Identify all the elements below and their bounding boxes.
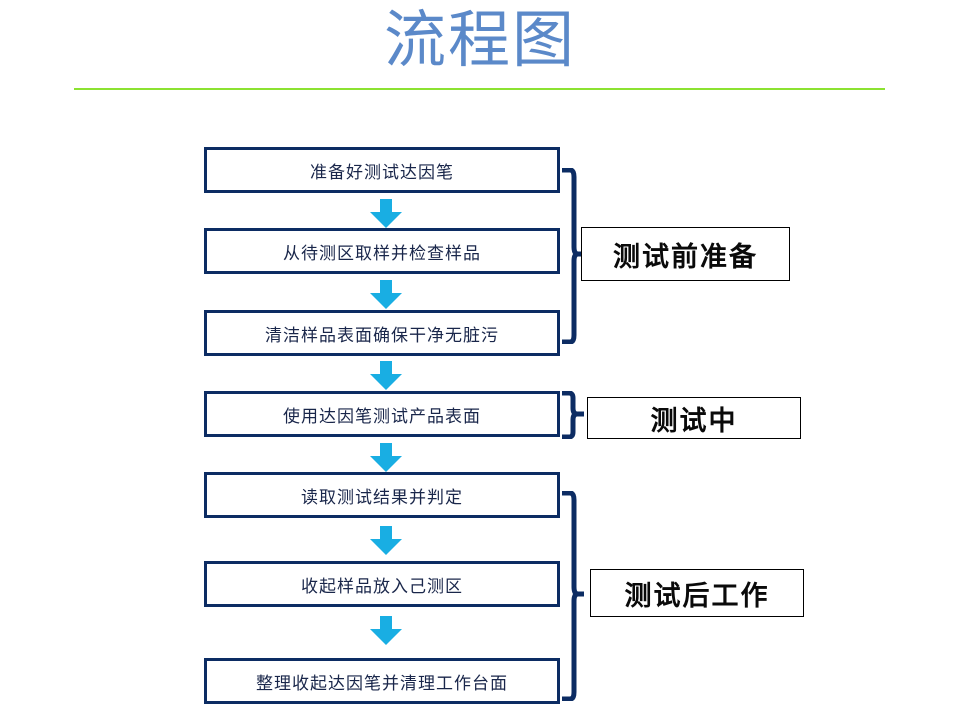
title-divider	[74, 88, 885, 90]
down-arrow-icon-6	[368, 616, 404, 646]
flow-step-1[interactable]: 准备好测试达因笔	[204, 147, 560, 193]
down-arrow-icon-3	[368, 361, 404, 391]
flow-step-1-label: 准备好测试达因笔	[310, 162, 454, 182]
down-arrow-icon-5	[368, 526, 404, 556]
group-label-3[interactable]: 测试后工作	[590, 569, 804, 617]
down-arrow-icon-2	[368, 280, 404, 310]
flow-step-7-label: 整理收起达因笔并清理工作台面	[256, 673, 508, 693]
down-arrow-icon-4	[368, 443, 404, 473]
flow-step-7[interactable]: 整理收起达因笔并清理工作台面	[204, 658, 560, 704]
group-label-1[interactable]: 测试前准备	[581, 227, 790, 281]
flow-step-5[interactable]: 读取测试结果并判定	[204, 472, 560, 518]
group-label-3-text: 测试后工作	[624, 580, 770, 611]
group-brace-2	[560, 391, 586, 439]
group-label-2-text: 测试中	[650, 405, 738, 436]
down-arrow-icon-1	[368, 199, 404, 229]
flow-step-2-label: 从待测区取样并检查样品	[283, 243, 481, 263]
page-title: 流程图	[383, 7, 576, 75]
group-brace-3	[560, 491, 586, 701]
flow-step-6-label: 收起样品放入己测区	[301, 576, 463, 596]
flow-step-5-label: 读取测试结果并判定	[301, 487, 463, 507]
group-brace-1	[560, 168, 586, 344]
flow-step-6[interactable]: 收起样品放入己测区	[204, 561, 560, 607]
flow-step-4[interactable]: 使用达因笔测试产品表面	[204, 391, 560, 437]
group-label-2[interactable]: 测试中	[587, 397, 801, 439]
flow-step-2[interactable]: 从待测区取样并检查样品	[204, 228, 560, 274]
flow-step-3[interactable]: 清洁样品表面确保干净无脏污	[204, 310, 560, 356]
flow-step-4-label: 使用达因笔测试产品表面	[283, 406, 481, 426]
group-label-1-text: 测试前准备	[613, 241, 758, 272]
flow-step-3-label: 清洁样品表面确保干净无脏污	[265, 325, 499, 345]
